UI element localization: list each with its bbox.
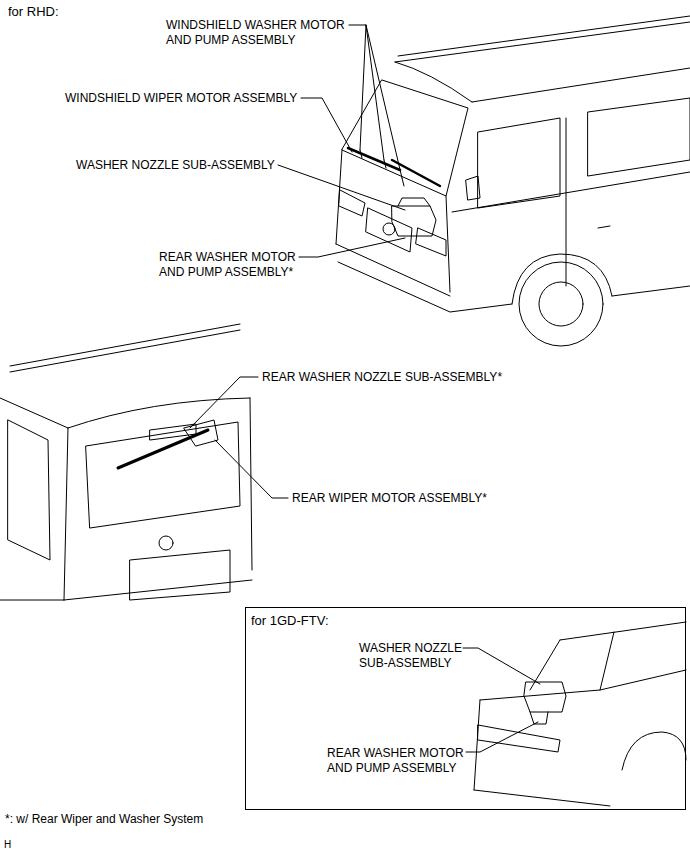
front-van xyxy=(395,22,690,62)
front-van xyxy=(566,118,567,286)
rear-van xyxy=(184,420,218,446)
leader-line xyxy=(278,165,405,210)
front-van xyxy=(588,98,690,176)
front-van xyxy=(472,68,690,102)
rear-van xyxy=(64,580,252,600)
rear-van xyxy=(130,550,230,600)
leader-line xyxy=(190,25,540,752)
rear-van xyxy=(0,324,252,600)
inset-van xyxy=(474,700,480,790)
inset-van xyxy=(530,712,548,724)
inset-van xyxy=(474,622,686,806)
rear-van xyxy=(10,330,240,372)
rear-van xyxy=(8,420,50,560)
part-name: REAR WASHER MOTOR AND PUMP ASSEMBLY xyxy=(327,746,468,776)
front-van xyxy=(478,118,560,208)
inset-van xyxy=(560,622,686,640)
front-van xyxy=(446,196,450,292)
front-van xyxy=(598,226,610,228)
front-van xyxy=(336,244,450,296)
part-name: WASHER NOZZLE SUB-ASSEMBLY xyxy=(76,158,275,173)
variant-note: for RHD: xyxy=(8,4,59,20)
front-van xyxy=(339,190,365,216)
inset-van xyxy=(600,632,614,690)
inset-van xyxy=(524,682,566,712)
front-van xyxy=(398,16,690,56)
rear-van xyxy=(159,536,173,550)
footnote: H xyxy=(4,838,11,851)
front-van xyxy=(539,282,583,326)
front-van xyxy=(452,172,690,212)
inset-van xyxy=(478,725,560,752)
part-name: WINDSHIELD WIPER MOTOR ASSEMBLY xyxy=(65,91,297,106)
panel-heading: for 1GD-FTV: xyxy=(251,613,329,629)
front-van xyxy=(416,228,446,256)
rear-van xyxy=(0,398,68,428)
leader-line xyxy=(349,25,402,178)
leader-line xyxy=(215,440,288,498)
front-van xyxy=(398,198,430,206)
rear-van xyxy=(10,324,240,366)
part-name: REAR WASHER NOZZLE SUB-ASSEMBLY* xyxy=(262,370,502,385)
leader-line xyxy=(299,238,405,257)
inset-panel: for 1GD-FTV: WASHER NOZZLE SUB-ASSEMBLY RE… xyxy=(245,607,686,810)
part-name: WASHER NOZZLE SUB-ASSEMBLY xyxy=(359,641,466,671)
front-van xyxy=(348,148,440,186)
front-van xyxy=(395,62,472,102)
front-van xyxy=(360,150,404,186)
footnote: *: w/ Rear Wiper and Washer System xyxy=(5,812,203,827)
front-van xyxy=(336,16,690,346)
rear-van xyxy=(118,430,208,468)
rear-van xyxy=(86,422,240,528)
leader-line xyxy=(463,648,540,684)
front-van xyxy=(519,262,603,346)
front-van xyxy=(392,206,436,236)
part-name: WINDSHIELD WASHER MOTOR AND PUMP ASSEMBL… xyxy=(166,18,349,48)
part-name: REAR WASHER MOTOR AND PUMP ASSEMBLY* xyxy=(159,250,300,280)
inset-van xyxy=(480,670,686,700)
rear-van xyxy=(64,428,68,600)
leader-line xyxy=(190,377,258,428)
leader-line xyxy=(466,722,538,752)
front-van xyxy=(466,176,480,200)
rear-van xyxy=(68,398,250,428)
front-van xyxy=(336,150,342,244)
rear-van xyxy=(0,600,64,601)
inset-van xyxy=(622,732,686,770)
front-van xyxy=(612,286,690,296)
leader-line xyxy=(301,98,352,152)
rear-van xyxy=(250,398,252,570)
front-van xyxy=(338,262,512,312)
part-name: REAR WIPER MOTOR ASSEMBLY* xyxy=(292,491,487,506)
inset-van xyxy=(474,790,610,806)
